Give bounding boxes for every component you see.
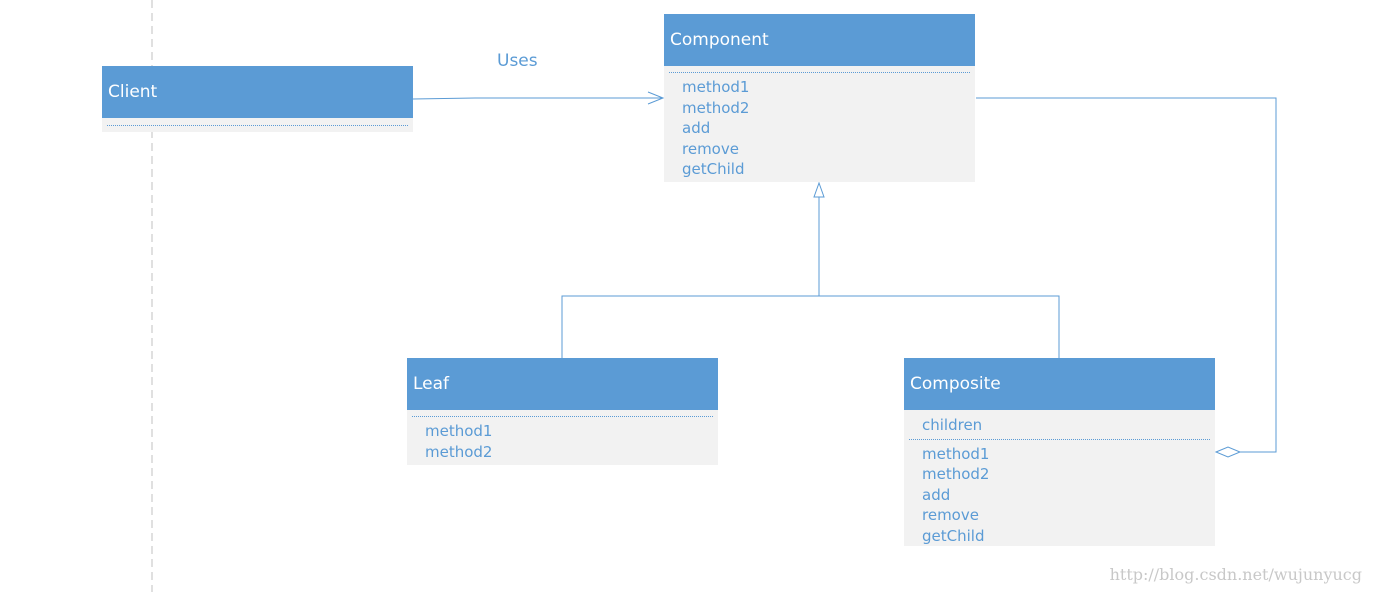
- watermark-url: http://blog.csdn.net/wujunyucg: [1109, 565, 1362, 584]
- composite-method: add: [922, 485, 951, 504]
- component-method: add: [682, 119, 711, 137]
- component-method: method2: [682, 98, 750, 117]
- class-composite-methods: method1 method2 add remove getChild: [904, 440, 1215, 551]
- aggregation-line: [976, 97, 1277, 453]
- composite-method: method1: [922, 444, 990, 463]
- aggregation-diamond: [1214, 446, 1242, 458]
- inheritance-branch-line: [561, 295, 1060, 358]
- uses-arrowhead: [647, 91, 665, 105]
- uses-label: Uses: [497, 51, 538, 71]
- class-leaf-name: Leaf: [407, 358, 718, 410]
- class-composite-separator: [909, 438, 1210, 440]
- composite-attribute: children: [922, 416, 983, 434]
- composite-method: remove: [922, 506, 979, 524]
- class-client[interactable]: Client: [102, 66, 413, 132]
- class-component-name: Component: [664, 14, 975, 66]
- class-composite-attributes: children: [904, 410, 1215, 439]
- leaf-method: method2: [425, 442, 493, 461]
- component-method: remove: [682, 139, 739, 158]
- class-composite-name: Composite: [904, 358, 1215, 410]
- class-leaf-methods: method1 method2: [407, 417, 718, 466]
- leaf-method: method1: [425, 422, 493, 440]
- inheritance-arrowhead: [813, 181, 825, 198]
- composite-method: method2: [922, 465, 990, 483]
- class-client-separator: [107, 125, 408, 126]
- class-component-methods: method1 method2 add remove getChild: [664, 73, 975, 184]
- class-composite[interactable]: Composite children method1 method2 add r…: [904, 358, 1215, 546]
- class-component[interactable]: Component method1 method2 add remove get…: [664, 14, 975, 182]
- component-method: getChild: [682, 160, 745, 178]
- uses-association-line: [412, 97, 662, 100]
- class-leaf[interactable]: Leaf method1 method2: [407, 358, 718, 465]
- class-leaf-separator: [412, 416, 713, 417]
- class-component-separator: [669, 72, 970, 73]
- composite-method: getChild: [922, 526, 985, 545]
- class-client-name: Client: [102, 66, 413, 118]
- component-method: method1: [682, 78, 750, 96]
